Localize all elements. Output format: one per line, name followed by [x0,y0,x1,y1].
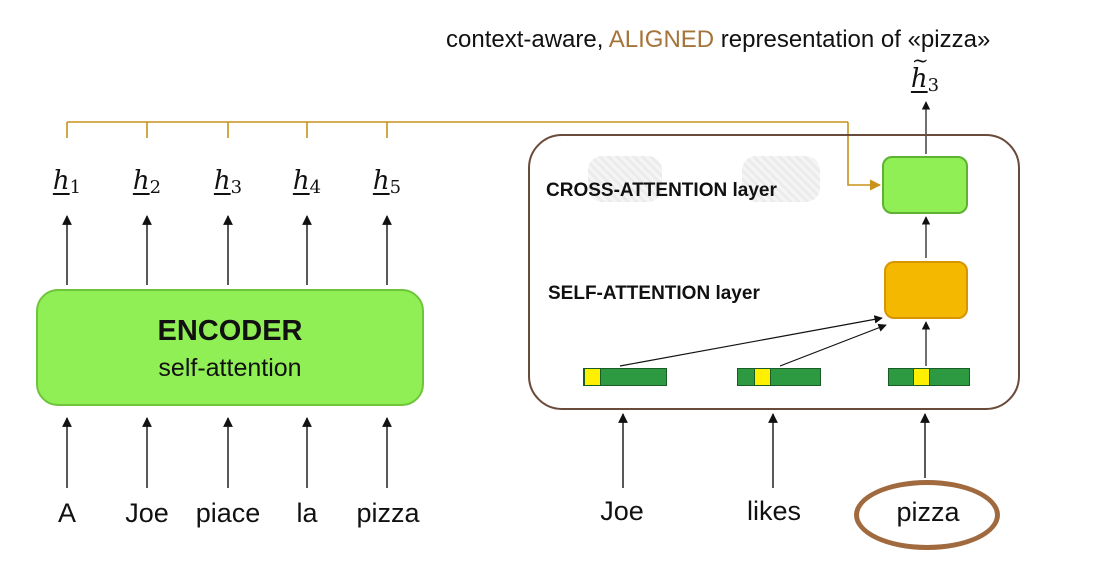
output-tilde: ~ [911,48,929,72]
decoder-input-word: Joe [600,496,644,526]
h3-index: 3 [230,177,243,198]
caption-highlight: ALIGNED [608,26,715,53]
h5-symbol: h [372,166,390,196]
encoder-output-h3: h3 [198,166,258,198]
caption-prefix: context-aware, [446,26,609,53]
encoder-output-h1: h1 [37,166,97,198]
h1-symbol: h [52,166,70,196]
self-attention-block [884,261,968,319]
encoder-output-h5: h5 [357,166,417,198]
highlighted-word-ring [854,480,1000,550]
encoder-context-connector [66,121,882,191]
encoder-output-arrows [62,215,392,285]
encoder-block: ENCODER self-attention [36,289,424,406]
h2-index: 2 [149,177,162,198]
encoder-subtitle: self-attention [158,354,302,382]
h4-symbol: h [292,166,310,196]
caption-suffix: representation of «pizza» [714,26,991,53]
embedding-highlight [913,369,930,385]
decoder-input-arrows [618,413,930,488]
decoder-faint-blob [588,156,662,202]
h5-index: 5 [389,177,402,198]
encoder-title: ENCODER [157,315,303,347]
encoder-input-word: pizza [356,498,420,528]
cross-attention-block [882,156,968,214]
decoder-input-word-highlighted: pizza [896,497,960,527]
decoder-faint-blob [742,156,820,202]
self-attention-label: SELF-ATTENTION layer [548,283,760,304]
decoder-block [528,134,1020,410]
output-vector-label: h ~ 3 [895,48,955,96]
encoder-output-h2: h2 [117,166,177,198]
encoder-input-word: A [57,498,76,528]
embedding-highlight [754,369,771,385]
token-embedding-likes [737,368,821,386]
encoder-input-word: piace [195,498,261,528]
h2-symbol: h [132,166,150,196]
h4-index: 4 [309,177,322,198]
token-embedding-pizza [888,368,970,386]
output-index: 3 [927,75,940,96]
encoder-input-arrows [62,417,392,488]
decoder-internal-arrows [619,101,931,367]
cross-attention-label: CROSS-ATTENTION layer [546,180,777,201]
h1-index: 1 [69,177,82,198]
encoder-output-h4: h4 [277,166,337,198]
encoder-input-word: Joe [125,498,169,528]
output-symbol: h [910,64,928,94]
h3-symbol: h [213,166,231,196]
encoder-input-word: la [296,498,318,528]
decoder-input-word: likes [746,496,801,526]
token-embedding-joe [583,368,667,386]
embedding-highlight [584,369,601,385]
output-caption: context-aware, ALIGNED representation of… [446,26,1086,54]
